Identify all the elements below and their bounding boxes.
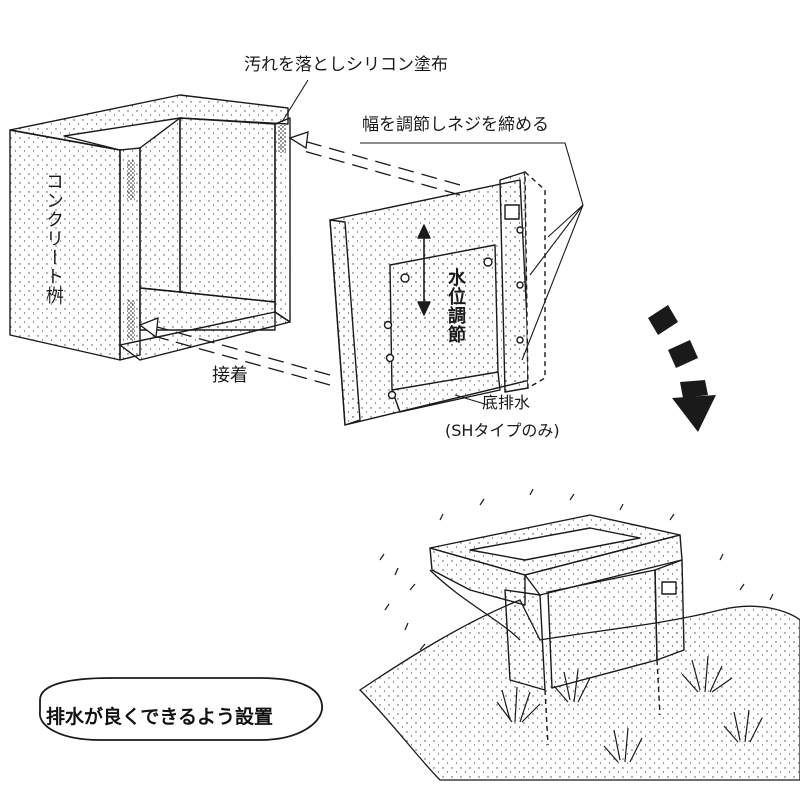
insertion-arrows bbox=[138, 131, 461, 386]
label-water-level: 水位調節 bbox=[445, 268, 466, 344]
adjustment-panel bbox=[329, 171, 546, 426]
label-glue: 接着 bbox=[212, 365, 248, 386]
label-bottom-drain: 底排水 bbox=[482, 393, 531, 412]
label-clean-silicone: 汚れを落としシリコン塗布 bbox=[244, 55, 448, 75]
concrete-box bbox=[9, 94, 291, 361]
grass-tufts bbox=[379, 488, 774, 763]
label-tighten-screw: 幅を調節しネジを締める bbox=[362, 115, 549, 135]
label-sh-type: (SHタイプのみ) bbox=[445, 421, 560, 440]
installed-box bbox=[429, 514, 685, 746]
ground bbox=[358, 569, 800, 781]
install-note-bubble bbox=[39, 677, 323, 741]
direction-arrow bbox=[648, 305, 716, 432]
leader-lines bbox=[281, 79, 584, 406]
label-install-note: 排水が良くできるよう設置 bbox=[46, 706, 274, 728]
label-concrete-box: コンクリート桝 bbox=[43, 172, 64, 305]
